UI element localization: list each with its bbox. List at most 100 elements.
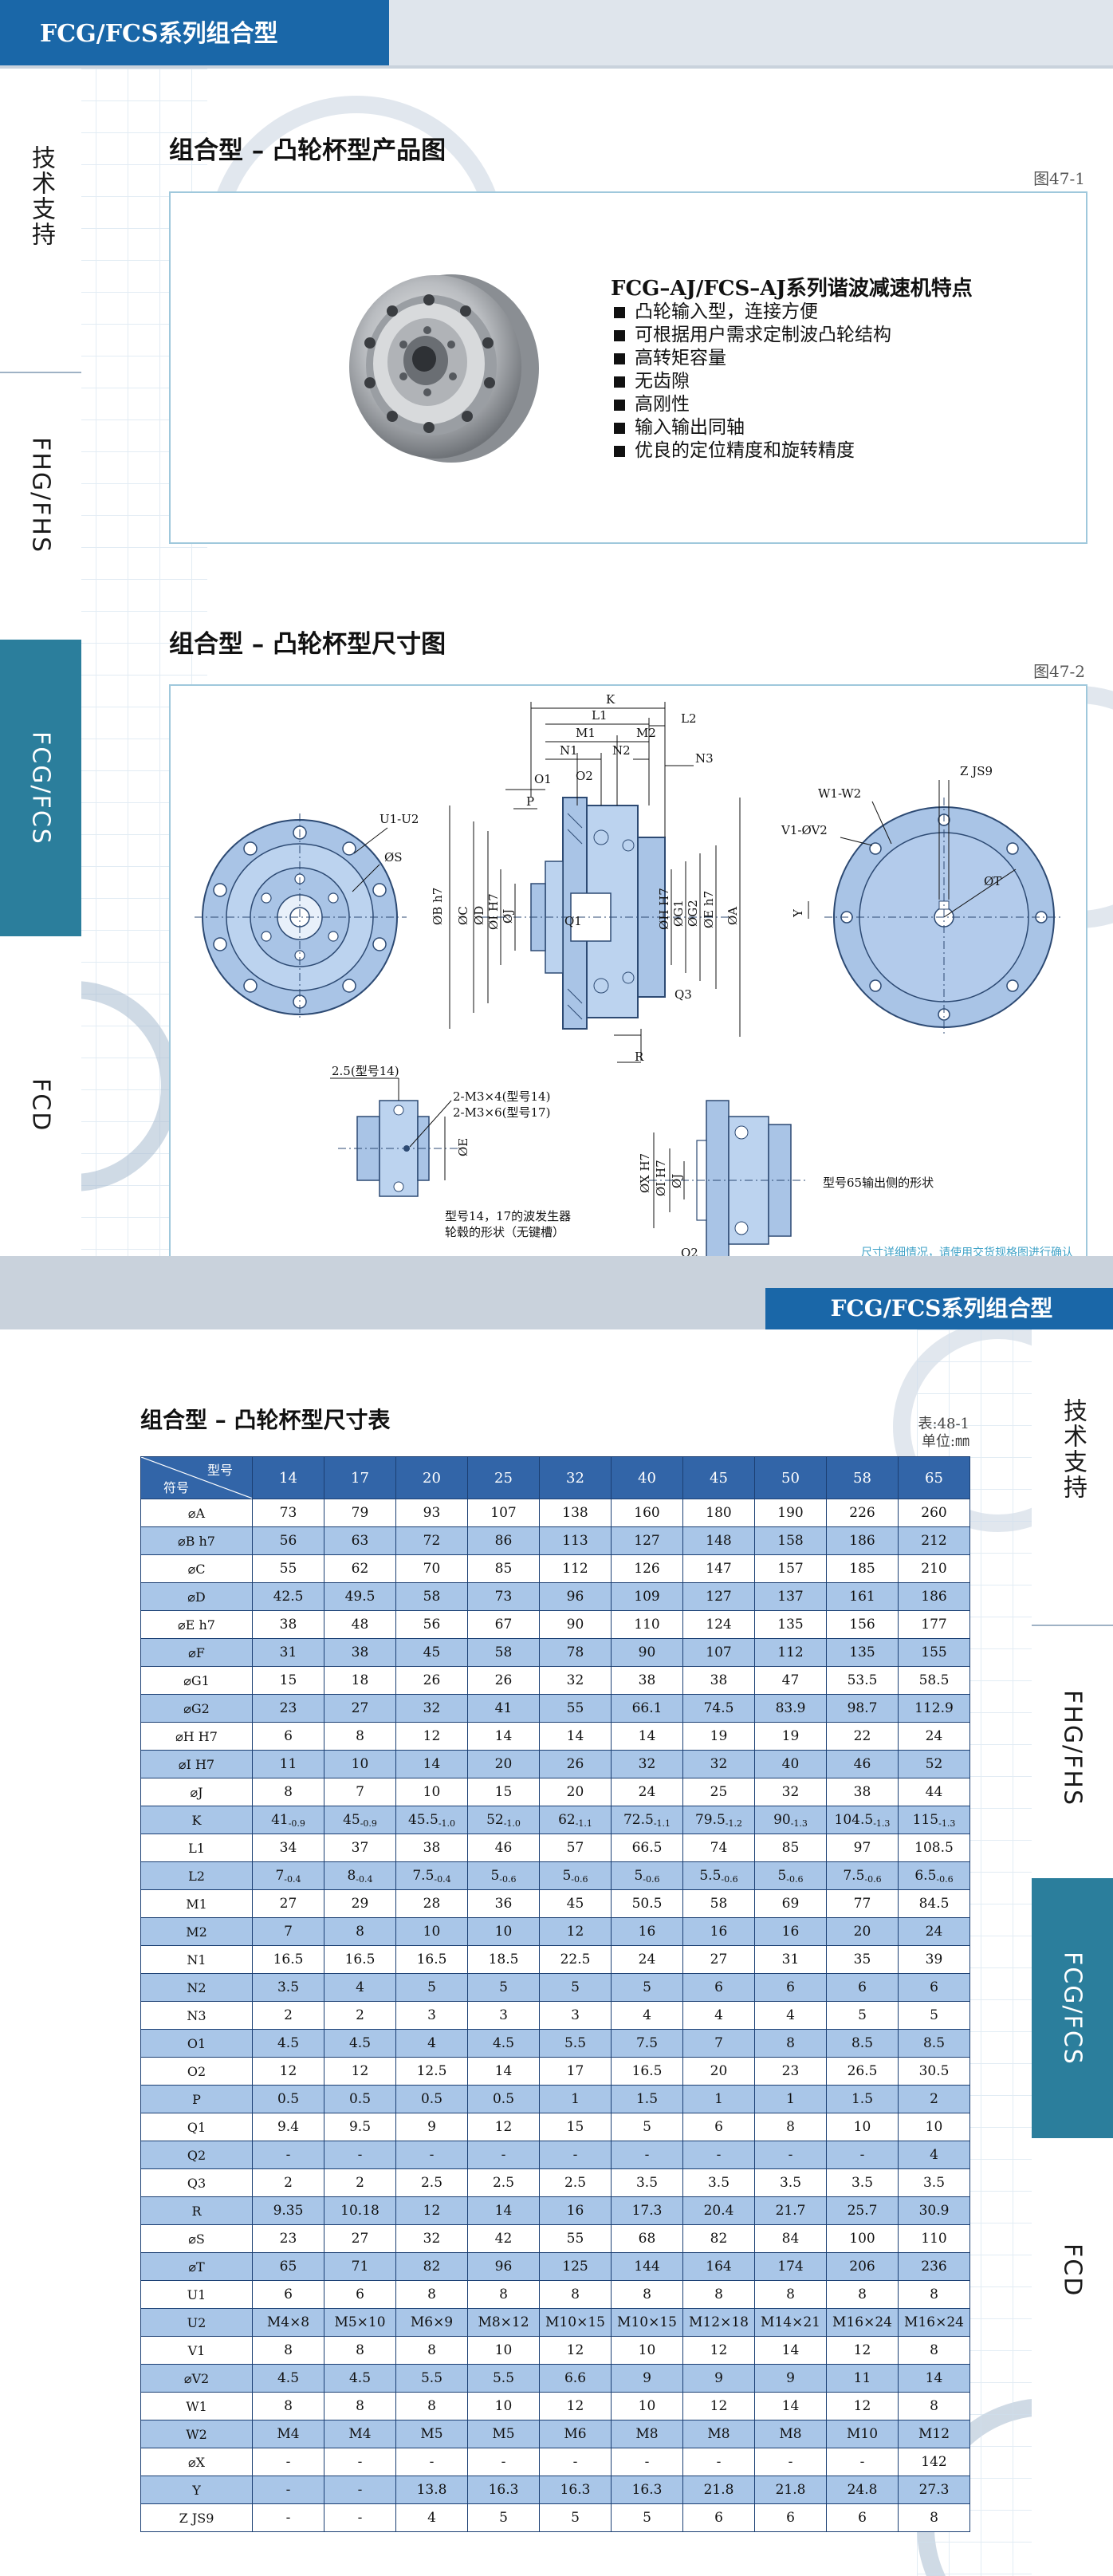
cell-value: 53.5 bbox=[847, 1672, 878, 1688]
cell-value: 113 bbox=[562, 1533, 588, 1549]
symbol-cell: Z JS9 bbox=[140, 2503, 253, 2532]
sidebar-item-fcd[interactable]: FCD bbox=[0, 1026, 81, 1185]
symbol-cell: Q2 bbox=[140, 2141, 253, 2169]
value-cell: 17 bbox=[539, 2057, 612, 2086]
sidebar-item-tech-support[interactable]: 技术支持 bbox=[0, 100, 81, 292]
cell-value: 4.5 bbox=[277, 2035, 300, 2051]
value-cell: 62 bbox=[324, 1554, 396, 1583]
cell-value: 10 bbox=[494, 2398, 513, 2414]
cell-value: 30.9 bbox=[918, 2203, 950, 2219]
cell-value: 4 bbox=[427, 2035, 436, 2051]
cell-value: 45 bbox=[343, 1812, 360, 1828]
symbol-cell: M1 bbox=[140, 1889, 253, 1918]
cell-value: 32 bbox=[423, 2231, 441, 2247]
cell-value: 7.5 bbox=[635, 2035, 659, 2051]
value-cell: 83.9 bbox=[754, 1694, 827, 1723]
value-cell: 4 bbox=[395, 2029, 468, 2058]
cell-value: M8×12 bbox=[478, 2314, 529, 2330]
cell-value: 108.5 bbox=[914, 1840, 954, 1856]
value-cell: 7.5-0.6 bbox=[826, 1861, 899, 1890]
symbol-cell: L2 bbox=[140, 1861, 253, 1890]
value-cell: 0.5 bbox=[467, 2085, 540, 2113]
cell-value: 5.5 bbox=[564, 2035, 587, 2051]
cell-value: - bbox=[788, 2454, 793, 2470]
value-cell: 4 bbox=[754, 2001, 827, 2030]
sidebar-item-fcg-fcs[interactable]: FCG/FCS bbox=[1032, 1878, 1113, 2138]
cell-value: 45 bbox=[566, 1896, 584, 1912]
value-cell: 90 bbox=[539, 1610, 612, 1639]
cell-value: 8 bbox=[786, 2119, 795, 2135]
value-cell: 8 bbox=[826, 2280, 899, 2309]
value-cell: 26 bbox=[467, 1666, 540, 1695]
cell-value: 164 bbox=[706, 2259, 732, 2275]
sidebar-item-tech-support[interactable]: 技术支持 bbox=[1032, 1361, 1113, 1537]
cell-value: 10 bbox=[494, 1924, 513, 1940]
cell-value: 98.7 bbox=[847, 1700, 878, 1716]
cell-value: 20 bbox=[494, 1756, 513, 1772]
value-cell: 144 bbox=[611, 2252, 683, 2281]
sidebar-item-label: 技术支持 bbox=[1059, 1398, 1087, 1500]
value-cell: 10.18 bbox=[324, 2196, 396, 2225]
cell-value: 82 bbox=[710, 2231, 728, 2247]
cell-value: 90 bbox=[773, 1812, 791, 1828]
value-cell: 39 bbox=[898, 1945, 970, 1974]
value-cell: 9.4 bbox=[252, 2113, 324, 2141]
value-cell: 6 bbox=[682, 2503, 755, 2532]
cell-value: 16.3 bbox=[488, 2482, 519, 2498]
value-cell: - bbox=[252, 2141, 324, 2169]
value-cell: 115-1.3 bbox=[898, 1806, 970, 1834]
value-cell: - bbox=[467, 2141, 540, 2169]
cell-value: - bbox=[429, 2147, 435, 2163]
cell-value: 8.5 bbox=[922, 2035, 946, 2051]
value-cell: 38 bbox=[826, 1778, 899, 1806]
sidebar-item-fhg-fhs[interactable]: FHG/FHS bbox=[1032, 1648, 1113, 1848]
value-cell: 37 bbox=[324, 1834, 396, 1862]
value-cell: 6 bbox=[252, 1722, 324, 1751]
value-cell: 15 bbox=[252, 1666, 324, 1695]
sidebar-item-fcd[interactable]: FCD bbox=[1032, 2191, 1113, 2350]
cell-value: 8 bbox=[858, 2286, 867, 2302]
value-cell: 147 bbox=[682, 1554, 755, 1583]
value-cell: 11 bbox=[826, 2364, 899, 2393]
cell-value: 16.5 bbox=[631, 2063, 663, 2079]
cell-tolerance: -1.3 bbox=[790, 1818, 808, 1829]
cell-value: 8 bbox=[930, 2342, 938, 2358]
cell-value: 45 bbox=[423, 1644, 441, 1660]
cell-value: 6 bbox=[284, 1728, 293, 1744]
cell-value: 4.5 bbox=[277, 2370, 300, 2386]
model-header: 20 bbox=[395, 1456, 468, 1499]
cell-value: 12 bbox=[279, 2063, 297, 2079]
cell-value: - bbox=[788, 2147, 793, 2163]
label-n1: N1 bbox=[560, 743, 578, 758]
cell-value: 4 bbox=[356, 1979, 364, 1995]
cell-value: 12 bbox=[566, 1924, 584, 1940]
sidebar-item-fhg-fhs[interactable]: FHG/FHS bbox=[0, 404, 81, 587]
cell-value: 161 bbox=[849, 1589, 875, 1605]
value-cell: 21.7 bbox=[754, 2196, 827, 2225]
value-cell: 15 bbox=[539, 2113, 612, 2141]
cell-value: 26 bbox=[423, 1672, 441, 1688]
detail-a-note-2: 轮毂的形状（无键槽） bbox=[445, 1225, 564, 1239]
sidebar-item-fcg-fcs[interactable]: FCG/FCS bbox=[0, 640, 81, 936]
cell-value: 38 bbox=[351, 1644, 369, 1660]
cell-value: 15 bbox=[279, 1672, 297, 1688]
features-title: FCG–AJ/FCS–AJ系列谐波减速机特点 bbox=[611, 277, 973, 301]
value-cell: - bbox=[395, 2448, 468, 2476]
cell-value: 12 bbox=[710, 2342, 728, 2358]
value-cell: 180 bbox=[682, 1499, 755, 1527]
cell-value: - bbox=[285, 2147, 291, 2163]
cell-value: 16.3 bbox=[560, 2482, 591, 2498]
value-cell: 56 bbox=[395, 1610, 468, 1639]
symbol-cell: ⌀G1 bbox=[140, 1666, 253, 1695]
cell-value: 10 bbox=[423, 1784, 441, 1800]
cell-value: M8 bbox=[707, 2426, 730, 2442]
value-cell: 112 bbox=[754, 1638, 827, 1667]
cell-value: 2 bbox=[356, 2175, 364, 2191]
cell-tolerance: -0.9 bbox=[288, 1818, 305, 1829]
label-p: P bbox=[526, 794, 534, 809]
cell-value: 5.5 bbox=[420, 2370, 443, 2386]
cell-value: M14×21 bbox=[761, 2314, 820, 2330]
value-cell: 160 bbox=[611, 1499, 683, 1527]
value-cell: 8 bbox=[754, 2280, 827, 2309]
